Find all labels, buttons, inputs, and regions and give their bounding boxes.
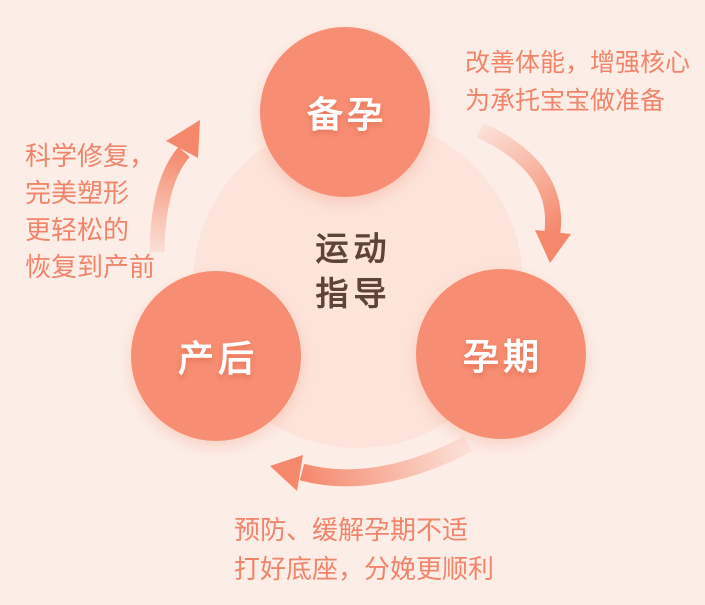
node-pregnancy-label: 孕期 — [462, 336, 543, 377]
center-title-line1: 运动 — [315, 230, 392, 267]
annotation-pregnancy: 预防、缓解孕期不适 打好底座，分娩更顺利 — [234, 511, 494, 589]
arrow-left-icon — [270, 455, 303, 491]
annotation-postpartum-line3: 更轻松的 — [25, 215, 130, 245]
annotation-preconception-line2: 为承托宝宝做准备 — [465, 87, 666, 115]
annotation-pregnancy-line1: 预防、缓解孕期不适 — [234, 515, 469, 545]
node-preconception-label: 备孕 — [306, 94, 387, 135]
annotation-pregnancy-line2: 打好底座，分娩更顺利 — [234, 554, 495, 584]
node-pregnancy: 孕期 — [416, 269, 586, 439]
arrow-pregnancy-to-postpartum — [270, 436, 472, 491]
center-title: 运动 指导 — [281, 226, 421, 316]
node-postpartum-label: 产后 — [177, 338, 258, 379]
node-postpartum: 产后 — [131, 271, 301, 441]
annotation-preconception-line1: 改善体能，增强核心 — [465, 49, 691, 77]
annotation-postpartum-line2: 完美塑形 — [25, 178, 130, 208]
arrow-down-icon — [535, 230, 571, 263]
annotation-postpartum-line4: 恢复到产前 — [25, 252, 156, 282]
annotation-postpartum-line1: 科学修复， — [25, 141, 156, 171]
center-title-line2: 指导 — [315, 275, 392, 312]
arrow-up-icon — [166, 120, 200, 158]
arrow-preconception-to-pregnancy — [476, 122, 571, 263]
node-preconception: 备孕 — [260, 27, 430, 197]
arrow-postpartum-to-preconception — [149, 120, 200, 253]
annotation-preconception: 改善体能，增强核心 为承托宝宝做准备 — [465, 44, 690, 120]
annotation-postpartum: 科学修复， 完美塑形 更轻松的 恢复到产前 — [25, 138, 155, 286]
